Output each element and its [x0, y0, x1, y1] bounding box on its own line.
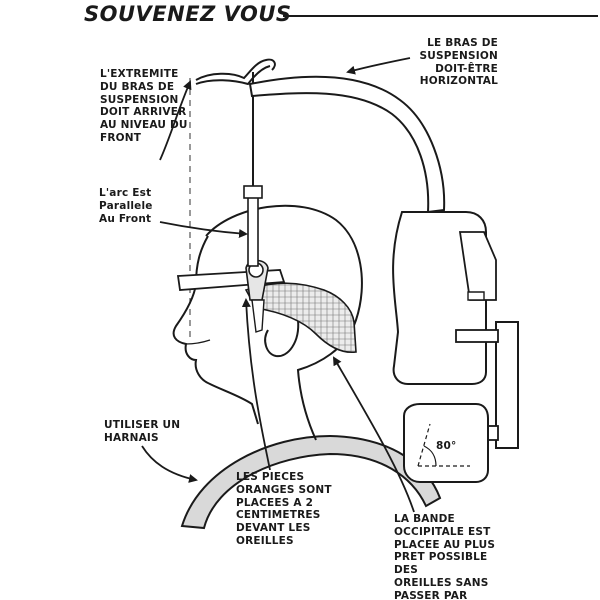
shoulder-block: [403, 403, 489, 483]
side-clip: [251, 299, 265, 333]
arrow-forehead: [159, 80, 192, 161]
face-detail: [185, 339, 211, 345]
mount-bracket: [458, 231, 497, 301]
occipital-band: [244, 282, 357, 354]
post-arm-top: [455, 329, 499, 343]
suspension-arm-tip: [195, 58, 276, 86]
arrow-arc: [159, 221, 248, 238]
arrow-horizontal: [346, 57, 411, 75]
label-forehead-note: L'EXTREMITE DU BRAS DE SUSPENSION DOIT A…: [100, 68, 188, 144]
vertical-post: [495, 321, 519, 449]
harness-shape: [180, 434, 442, 530]
label-arc-note: L'arc Est Parallele Au Front: [99, 187, 153, 225]
label-horizontal-note: LE BRAS DE SUSPENSION DOIT-ÊTRE HORIZONT…: [419, 37, 498, 88]
page-title: SOUVENEZ VOUS: [84, 2, 292, 26]
angle-arc: [423, 445, 437, 467]
suspension-rod: [247, 195, 259, 267]
arrow-orange: [241, 298, 271, 471]
angle-label: 80°: [436, 440, 457, 452]
label-occipital-note: LA BANDE OCCIPITALE EST PLACEE AU PLUS P…: [394, 513, 496, 600]
angle-indicator: [417, 423, 470, 467]
suspension-arm: [248, 75, 446, 214]
rod-clamp: [243, 185, 263, 199]
label-harness-note: UTILISER UN HARNAIS: [104, 419, 181, 444]
label-orange-pieces-note: LES PIECES ORANGES SONT PLACEES A 2 CENT…: [236, 471, 332, 547]
mount-bracket-inner: [467, 291, 485, 301]
arrow-harness: [141, 445, 198, 483]
arrow-occipital: [332, 356, 415, 513]
